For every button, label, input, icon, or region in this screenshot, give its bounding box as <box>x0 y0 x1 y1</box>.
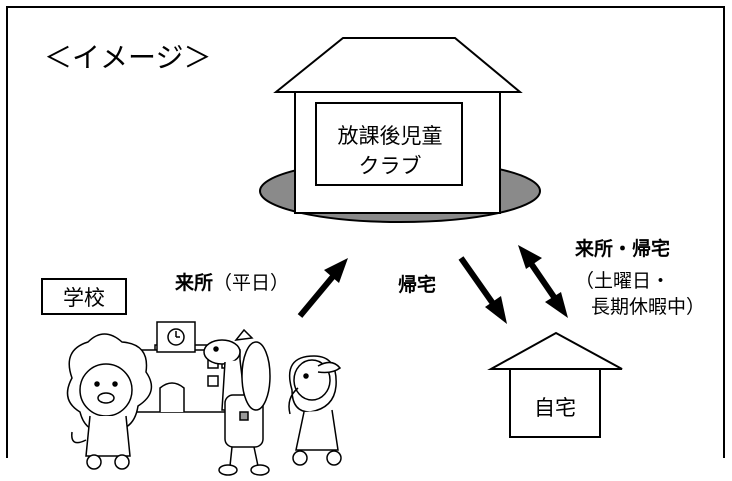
school-label: 学校 <box>63 286 105 310</box>
elephant-character <box>288 355 342 466</box>
club-label-line1: 放課後児童 <box>337 124 443 148</box>
club-label-line2: クラブ <box>358 154 422 178</box>
frame-border <box>6 6 725 458</box>
arrow-label-weekday: 来所（平日） <box>175 268 289 295</box>
arrow-label-weekday-rest: （平日） <box>213 272 290 294</box>
giraffe-character <box>203 328 271 476</box>
lion-character <box>66 333 153 470</box>
arrow-label-both-line2: （土曜日・ <box>575 270 671 292</box>
home-label: 自宅 <box>534 396 576 420</box>
arrow-label-return: 帰宅 <box>398 274 437 296</box>
arrow-school-to-club <box>297 258 348 318</box>
arrow-club-to-home <box>458 256 507 324</box>
school-label-box <box>41 278 127 315</box>
club-house-icon <box>273 37 523 214</box>
arrow-label-both-line3: 長期休暇中） <box>591 296 706 318</box>
arrow-club-home-both <box>518 245 568 318</box>
page-title: ＜イメージ＞ <box>44 41 212 74</box>
arrow-label-weekday-bold: 来所 <box>175 272 214 294</box>
home-house-icon <box>487 331 623 438</box>
arrow-label-both: 来所・帰宅 <box>575 238 671 260</box>
